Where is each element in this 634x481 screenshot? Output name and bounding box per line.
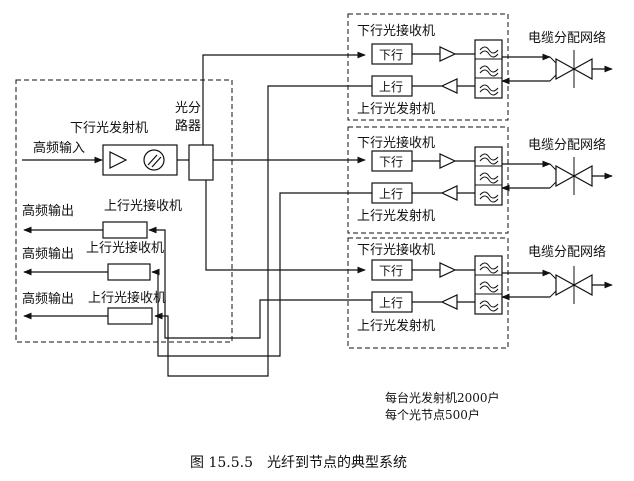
up-tx-label: 上行光发射机 <box>357 101 435 117</box>
node-boundary <box>347 126 509 234</box>
up-rx-label-3: 上行光接收机 <box>88 290 166 306</box>
up-box-label: 上行 <box>379 80 403 94</box>
hf-output-label-1: 高频输出 <box>22 203 74 219</box>
laser-icon <box>143 149 165 171</box>
up-receiver-box-2 <box>107 263 151 281</box>
up-amp-icon <box>440 78 458 94</box>
bidir-amp-icon <box>555 57 576 81</box>
upstream-fibers <box>148 85 372 377</box>
cable-network-label: 电缆分配网络 <box>528 244 606 260</box>
head-end-group: 下行光发射机 光分 路器 高频输入 高频输出 上行光接收机 高频输出 上行光接收… <box>15 79 233 343</box>
cable-network-label: 电缆分配网络 <box>528 137 606 153</box>
hf-input-label: 高频输入 <box>33 140 85 156</box>
hf-output-label-3: 高频输出 <box>22 291 74 307</box>
bidir-amp-icon <box>555 164 576 188</box>
optical-node-3: 下行光接收机 下行 上行 上行光发射机 电缆分配网络 <box>347 237 613 349</box>
optical-node-1: 下行光接收机 下行 上行 上行光发射机 电缆分配网络 <box>347 13 613 121</box>
up-tx-label: 上行光发射机 <box>357 208 435 224</box>
up-box-label: 上行 <box>379 187 403 201</box>
hf-output-label-2: 高频输出 <box>22 246 74 262</box>
amplifier-icon <box>109 151 128 169</box>
note-line-2: 每个光节点500户 <box>385 407 480 422</box>
splitter-label-2: 路器 <box>175 118 201 134</box>
optical-splitter-box <box>188 144 214 181</box>
up-amp-icon <box>440 185 458 201</box>
up-rx-label-2: 上行光接收机 <box>86 240 164 256</box>
up-box-label: 上行 <box>379 296 403 310</box>
bidir-amp-icon <box>555 273 576 297</box>
splitter-label-1: 光分 <box>175 101 201 116</box>
down-rx-label: 下行光接收机 <box>357 242 435 258</box>
node-boundary <box>347 13 509 121</box>
down-rx-label: 下行光接收机 <box>357 23 435 39</box>
cable-network-label: 电缆分配网络 <box>528 30 606 46</box>
up-amp-icon <box>440 294 458 310</box>
figure-caption: 图 15.5.5 光纤到节点的典型系统 <box>190 455 407 471</box>
up-receiver-box-3 <box>107 307 153 325</box>
down-rx-label: 下行光接收机 <box>357 135 435 151</box>
node-boundary <box>347 237 509 349</box>
down-amp-icon <box>439 262 457 278</box>
down-box-label: 下行 <box>379 48 403 62</box>
head-end-boundary <box>15 79 233 343</box>
down-transmitter-box <box>102 144 178 176</box>
downstream-fibers <box>202 51 366 274</box>
up-receiver-box-1 <box>102 221 148 239</box>
down-amp-icon <box>439 153 457 169</box>
up-rx-label-1: 上行光接收机 <box>104 198 182 214</box>
down-tx-label: 下行光发射机 <box>70 120 148 136</box>
down-amp-icon <box>439 46 457 62</box>
down-box-label: 下行 <box>379 264 403 278</box>
optical-node-2: 下行光接收机 下行 上行 上行光发射机 电缆分配网络 <box>347 126 613 234</box>
note-line-1: 每台光发射机2000户 <box>385 390 500 405</box>
down-box-label: 下行 <box>379 155 403 169</box>
up-tx-label: 上行光发射机 <box>357 318 435 334</box>
